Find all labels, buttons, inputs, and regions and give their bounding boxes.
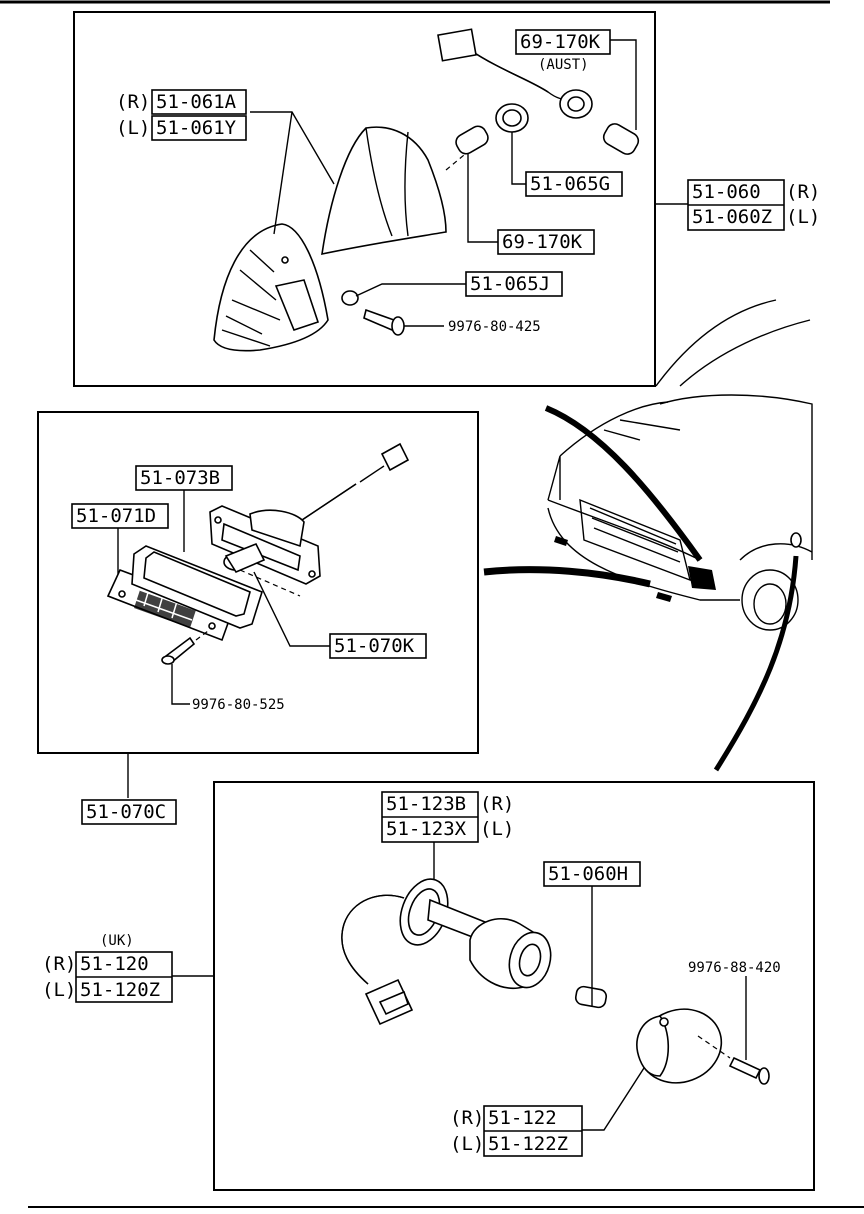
part-lens-r: 51-061A xyxy=(156,91,237,113)
assembly-060-r: 51-060 xyxy=(692,181,761,203)
side-marker-screw-drawing xyxy=(161,636,196,665)
side-lamp-lens-drawing xyxy=(636,1008,723,1084)
part-gasket-065j: 51-065J xyxy=(470,273,550,295)
assembly-120-r: 51-120 xyxy=(80,953,149,975)
assembly-120-l: 51-120Z xyxy=(80,979,160,1001)
note-aust: (AUST) xyxy=(538,57,589,73)
bulb-drawing xyxy=(455,125,489,155)
harness-drawing xyxy=(437,28,640,155)
top-group-frame xyxy=(73,11,656,387)
part-socket-070k: 51-070K xyxy=(334,635,415,657)
vehicle-illustration xyxy=(483,299,813,772)
lens-side-r: (R) xyxy=(116,91,150,113)
part-lens-122-r: 51-122 xyxy=(488,1107,557,1129)
lens-122-side-r: (R) xyxy=(450,1107,484,1129)
screw-drawing xyxy=(363,308,405,336)
part-harness-123b: 51-123B xyxy=(386,793,466,815)
part-screw-420: 9976-88-420 xyxy=(688,960,781,976)
harness-side-l: (L) xyxy=(480,818,514,840)
gasket-drawing xyxy=(341,290,359,306)
part-screw-425: 9976-80-425 xyxy=(448,319,541,335)
socket-drawing xyxy=(495,103,529,133)
assembly-120-side-l: (L) xyxy=(42,979,76,1001)
middle-group-frame xyxy=(37,411,479,754)
leader-gasket xyxy=(355,283,466,297)
leader-socket xyxy=(511,132,526,185)
part-screw-525: 9976-80-525 xyxy=(192,697,285,713)
side-marker-gasket-drawing xyxy=(131,545,263,629)
part-lens-071d: 51-071D xyxy=(76,505,156,527)
corner-housing-drawing xyxy=(321,126,471,256)
part-lens-l: 51-061Y xyxy=(156,117,237,139)
leader-lens-122 xyxy=(582,1067,645,1131)
assembly-side-r: (R) xyxy=(786,181,820,203)
bottom-group-frame xyxy=(213,781,815,1191)
harness-side-r: (R) xyxy=(480,793,514,815)
leader-lens xyxy=(250,111,335,185)
part-gasket-073b: 51-073B xyxy=(140,467,220,489)
part-socket-065g: 51-065G xyxy=(530,173,610,195)
assembly-side-l: (L) xyxy=(786,206,820,228)
side-lamp-harness-drawing xyxy=(341,878,552,1026)
assembly-070c: 51-070C xyxy=(86,801,166,823)
assembly-120-side-r: (R) xyxy=(42,953,76,975)
corner-lens-drawing xyxy=(213,223,329,352)
side-marker-housing-drawing xyxy=(209,442,410,585)
lens-122-side-l: (L) xyxy=(450,1133,484,1155)
side-lamp-screw-drawing xyxy=(728,1056,770,1085)
assembly-060-l: 51-060Z xyxy=(692,206,772,228)
lens-side-l: (L) xyxy=(116,117,150,139)
part-lens-122-l: 51-122Z xyxy=(488,1133,568,1155)
part-bulb-aust: 69-170K xyxy=(520,31,601,53)
side-lamp-bulb-drawing xyxy=(574,985,608,1009)
part-bulb-060h: 51-060H xyxy=(548,863,628,885)
leader-bulb-aust xyxy=(610,39,637,130)
part-bulb-170k: 69-170K xyxy=(502,231,583,253)
leader-screw-525 xyxy=(171,664,190,705)
note-uk: (UK) xyxy=(100,933,134,949)
part-harness-123x: 51-123X xyxy=(386,818,467,840)
leader-socket-070k xyxy=(253,571,330,647)
leader-bulb xyxy=(467,154,498,243)
